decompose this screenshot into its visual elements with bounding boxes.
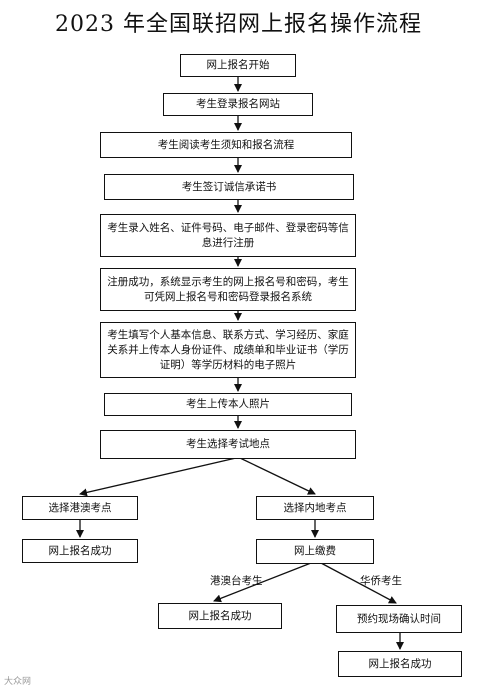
node-start: 网上报名开始	[180, 54, 296, 77]
edge-pay-hmt	[213, 562, 312, 603]
edge-choose-mainland	[239, 457, 316, 495]
node-read: 考生阅读考生须知和报名流程	[100, 132, 352, 158]
node-upload-photo: 考生上传本人照片	[104, 393, 352, 416]
edge-choose-hkmacao	[79, 457, 237, 497]
node-final-success: 网上报名成功	[338, 651, 462, 677]
node-hmt-success: 网上报名成功	[158, 603, 282, 629]
page-title: 2023 年全国联招网上报名操作流程	[55, 12, 422, 37]
node-register: 考生录入姓名、证件号码、电子邮件、登录密码等信息进行注册	[100, 214, 356, 257]
node-login: 考生登录报名网站	[163, 93, 313, 116]
node-hk-success: 网上报名成功	[22, 539, 138, 563]
node-choose-mainland: 选择内地考点	[256, 496, 374, 520]
edge-pay-overseas	[320, 562, 397, 604]
node-sign: 考生签订诚信承诺书	[104, 174, 354, 200]
node-register-success: 注册成功，系统显示考生的网上报名号和密码，考生可凭网上报名号和密码登录报名系统	[100, 268, 356, 311]
node-choose-hkmacao: 选择港澳考点	[22, 496, 138, 520]
watermark: 大众网	[4, 677, 32, 687]
node-fill-info: 考生填写个人基本信息、联系方式、学习经历、家庭关系并上传本人身份证件、成绩单和毕…	[100, 322, 356, 378]
node-pay: 网上缴费	[256, 539, 374, 564]
edge-label-overseas: 华侨考生	[360, 575, 402, 587]
edge-label-hmt: 港澳台考生	[210, 575, 263, 587]
node-choose-site: 考生选择考试地点	[100, 430, 356, 459]
node-appointment: 预约现场确认时间	[336, 605, 462, 633]
